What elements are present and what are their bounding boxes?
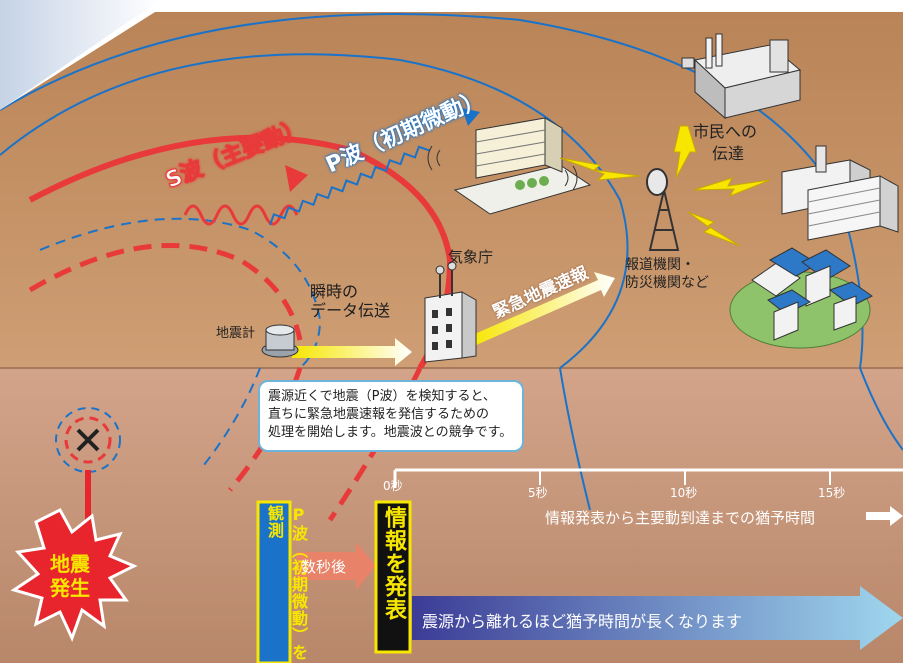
p-observed-label: P波（初期微動）を観測	[265, 505, 308, 661]
factory-icon	[681, 33, 802, 120]
timeline-caption-arrow	[866, 506, 903, 526]
tick-5: 5秒	[528, 486, 548, 500]
quake-burst-icon	[10, 508, 138, 642]
bubble-line-2: 直ちに緊急地震速報を発信するための	[268, 407, 490, 422]
quake-label-line1: 地震	[50, 552, 90, 576]
broadcast-tower-icon	[646, 168, 680, 251]
tick-15: 15秒	[818, 486, 846, 500]
p-wave-underground	[559, 367, 591, 511]
s-wave-arrow-line	[183, 204, 299, 226]
citizens-label-line2: 伝達	[712, 144, 745, 163]
info-release-label: 情報を発表	[381, 506, 406, 621]
bubble-line-3: 処理を開始します。地震波との競争です。	[268, 425, 513, 440]
office-buildings-icon	[781, 145, 899, 241]
media-label-line1: 報道機関・	[625, 257, 695, 273]
grace-time-arrow	[412, 586, 903, 650]
s-wave-inner-dashed	[28, 242, 303, 341]
p-wave-arrowhead	[462, 108, 480, 126]
instant-transfer-label: 瞬時の データ伝送	[310, 282, 391, 320]
data-transfer-arrow	[292, 338, 412, 366]
p-wave-front-outer	[0, 53, 629, 368]
info-release-bar	[374, 500, 412, 654]
hypocenter	[55, 407, 121, 473]
jma-label: 気象庁	[448, 248, 494, 266]
seconds-later-label: 数秒後	[301, 558, 347, 576]
seconds-later-arrow	[296, 542, 376, 590]
ground-surface	[0, 12, 903, 368]
eew-arrow	[470, 272, 615, 346]
p-wave-arrow-line	[269, 145, 430, 226]
timeline-caption: 情報発表から主要動到達までの猶予時間	[545, 509, 816, 527]
media-label-line2: 防災機関など	[625, 275, 709, 291]
s-wave-arrowhead	[285, 165, 308, 192]
quake-label-line2: 発生	[50, 576, 90, 600]
grace-time-caption: 震源から離れるほど猶予時間が長くなります	[422, 612, 743, 631]
sky	[0, 0, 160, 110]
citizens-label-line1: 市民への	[693, 122, 758, 141]
bubble-line-1: 震源近くで地震（P波）を検知すると、	[268, 389, 496, 404]
broadcast-lightning	[559, 125, 771, 247]
tick-0: 0秒	[383, 479, 403, 493]
tick-10: 10秒	[670, 486, 698, 500]
p-wave-front-far	[0, 13, 864, 368]
jma-building-icon	[424, 261, 477, 363]
p-wave-inner-dashed	[39, 217, 322, 368]
explanation-bubble: 震源近くで地震（P波）を検知すると、 直ちに緊急地震速報を発信するための 処理を…	[258, 380, 524, 452]
residential-houses-icon	[729, 247, 873, 349]
p-observed-bar	[256, 500, 292, 663]
seismometer-icon	[261, 324, 299, 358]
school-building-icon	[427, 117, 592, 215]
seismometer-label: 地震計	[216, 326, 256, 341]
